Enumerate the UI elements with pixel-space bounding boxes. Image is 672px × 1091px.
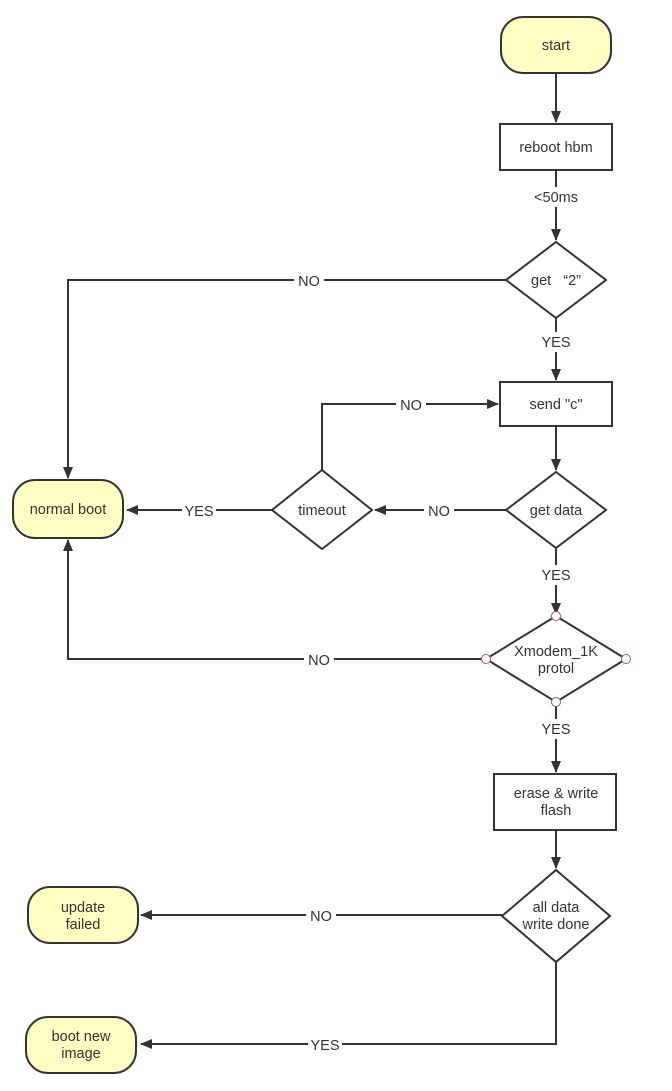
node-xmodem-label-line2: protol — [538, 661, 574, 677]
edge-label-xmodem-yes: YES — [541, 722, 570, 738]
edge-label-alldata-no: NO — [310, 909, 332, 925]
connectors — [63, 73, 561, 1049]
node-get-data-decision: get data — [504, 470, 608, 550]
node-reboot-hbm: reboot hbm — [499, 123, 613, 171]
edge-label-get2-no: NO — [298, 274, 320, 290]
node-reboot-label: reboot hbm — [519, 140, 592, 156]
connection-point — [551, 697, 561, 707]
node-update-failed: update failed — [27, 886, 139, 944]
node-send-c: send "c" — [499, 381, 613, 427]
connection-point — [551, 611, 561, 621]
node-update-failed-line1: update — [61, 900, 105, 916]
node-get2-decision: get “2” — [504, 240, 608, 320]
edge-timeout-no — [321, 399, 499, 470]
node-update-failed-line2: failed — [66, 917, 101, 933]
node-xmodem-label-line1: Xmodem_1K — [514, 644, 598, 660]
edge-label-timeout-no: NO — [400, 398, 422, 414]
node-timeout-decision: timeout — [270, 468, 374, 551]
node-start-label: start — [542, 38, 570, 54]
node-get-data-label: get data — [530, 503, 583, 519]
node-all-data-label-line1: all data — [533, 900, 581, 916]
edge-label-timeout-yes: YES — [184, 504, 213, 520]
node-normal-boot: normal boot — [12, 479, 124, 539]
node-xmodem-decision: Xmodem_1K protol — [481, 611, 631, 707]
edge-label-50ms: <50ms — [534, 190, 578, 206]
edge-label-get2-yes: YES — [541, 335, 570, 351]
node-erase-write-flash: erase & write flash — [493, 773, 617, 831]
edge-label-xmodem-no: NO — [308, 653, 330, 669]
node-normal-boot-label: normal boot — [30, 502, 107, 518]
edge-labels: <50ms NO YES NO NO YES YES NO YES NO YES — [182, 187, 582, 1055]
edge-alldata-yes — [140, 962, 557, 1049]
node-boot-new-line1: boot new — [52, 1029, 111, 1045]
edge-label-getdata-yes: YES — [541, 568, 570, 584]
node-erase-label-line2: flash — [541, 803, 572, 819]
node-timeout-label: timeout — [298, 503, 346, 519]
node-all-data-decision: all data write done — [500, 868, 612, 964]
node-boot-new-line2: image — [61, 1046, 101, 1062]
edge-get2-no — [63, 279, 506, 479]
node-start: start — [500, 16, 612, 74]
node-get2-label: get “2” — [531, 273, 581, 289]
edge-label-alldata-yes: YES — [310, 1038, 339, 1054]
edge-xmodem-no — [63, 539, 486, 660]
node-send-c-label: send "c" — [529, 397, 582, 413]
connection-point — [621, 654, 631, 664]
node-erase-label-line1: erase & write — [514, 786, 599, 802]
node-all-data-label-line2: write done — [522, 917, 590, 933]
edge-label-getdata-no: NO — [428, 504, 450, 520]
node-boot-new-image: boot new image — [25, 1016, 137, 1074]
connection-point — [481, 654, 491, 664]
